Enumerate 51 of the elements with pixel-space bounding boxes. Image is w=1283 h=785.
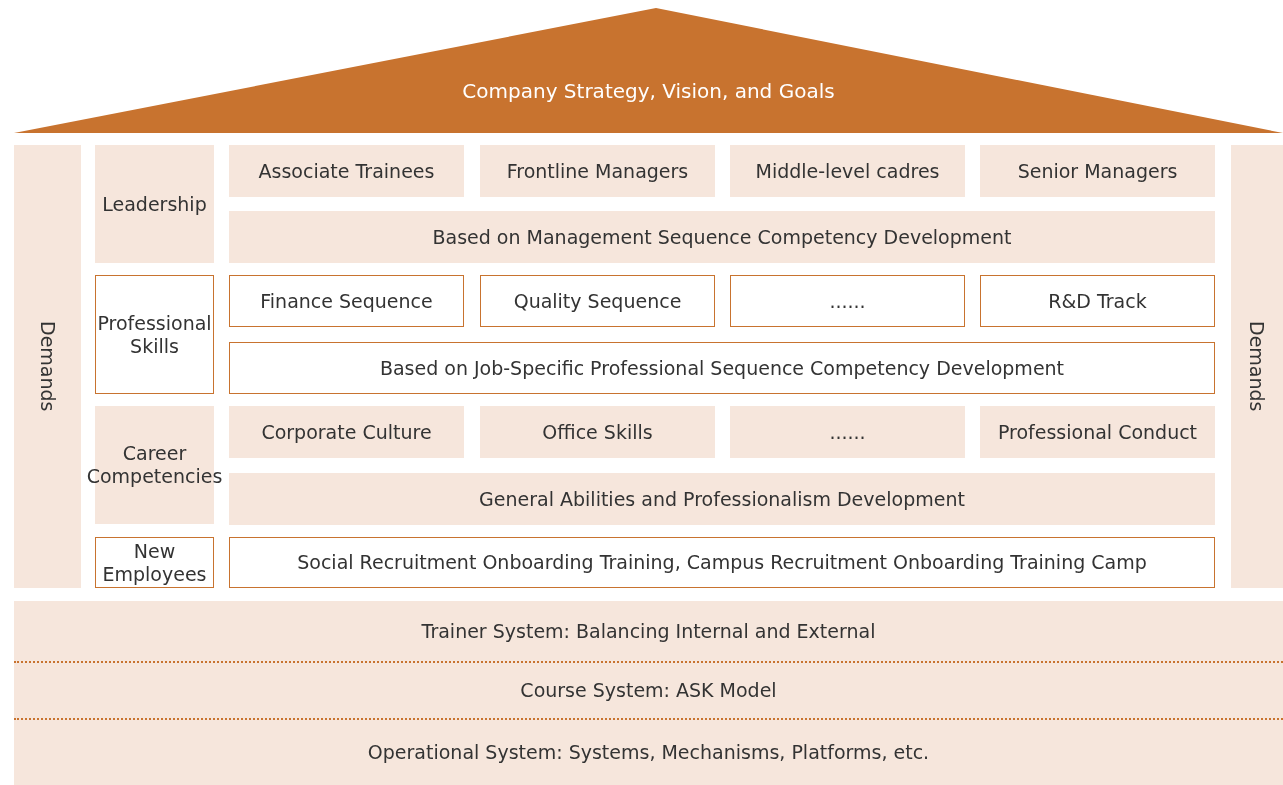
foundation-band (14, 663, 1283, 720)
module-box (980, 145, 1215, 197)
module-box (229, 473, 1215, 525)
box-label: Operational System: Systems, Mechanisms, Platforms, etc. (367, 741, 930, 764)
box-label: Senior Managers (1017, 159, 1178, 183)
side-pillar (14, 145, 81, 588)
roof-title: Company Strategy, Vision, and Goals (462, 78, 835, 103)
side-pillar (1231, 145, 1283, 588)
module-box (980, 406, 1215, 458)
foundation-band (14, 720, 1283, 785)
box-label: Demands (1245, 321, 1269, 412)
roof-banner (14, 8, 1283, 133)
box-label: Frontline Managers (506, 159, 689, 183)
box-label: Course System: ASK Model (520, 679, 777, 702)
box-label: R&D Track (1048, 289, 1147, 313)
box-label: Social Recruitment Onboarding Training, Campus Recruitment Onboarding Training Camp (297, 551, 1147, 574)
module-box (229, 211, 1215, 263)
box-label: Professional Skills (96, 311, 213, 358)
box-label: Quality Sequence (513, 289, 682, 313)
module-box (480, 145, 715, 197)
box-label: Office Skills (542, 420, 653, 444)
module-box (730, 275, 965, 327)
module-box (229, 275, 464, 327)
box-label: Finance Sequence (260, 289, 433, 313)
module-box (229, 342, 1215, 394)
module-box (980, 275, 1215, 327)
box-label: Professional Conduct (997, 420, 1198, 444)
category-box (95, 145, 214, 263)
module-box (229, 145, 464, 197)
module-box (480, 275, 715, 327)
module-box (730, 406, 965, 458)
box-label: Demands (36, 321, 59, 412)
box-label: Trainer System: Balancing Internal and External (421, 619, 876, 643)
box-label: Leadership (101, 192, 208, 216)
box-label: ...... (829, 420, 866, 444)
box-label: Middle-level cadres (755, 159, 940, 183)
box-label: General Abilities and Professionalism Development (479, 487, 965, 511)
module-box (730, 145, 965, 197)
box-label: Career Competencies (85, 442, 224, 488)
box-label: Associate Trainees (258, 159, 435, 183)
module-box (480, 406, 715, 458)
category-box (95, 537, 214, 588)
box-label: Based on Job-Specific Professional Sequence Competency Development (379, 356, 1065, 380)
box-label: New Employees (101, 539, 208, 586)
box-label: Based on Management Sequence Competency Development (432, 225, 1012, 249)
foundation-band (14, 601, 1283, 663)
category-box (95, 275, 214, 394)
module-box (229, 406, 464, 458)
box-label: Corporate Culture (261, 420, 432, 444)
module-box (229, 537, 1215, 588)
box-label: ...... (829, 289, 866, 313)
